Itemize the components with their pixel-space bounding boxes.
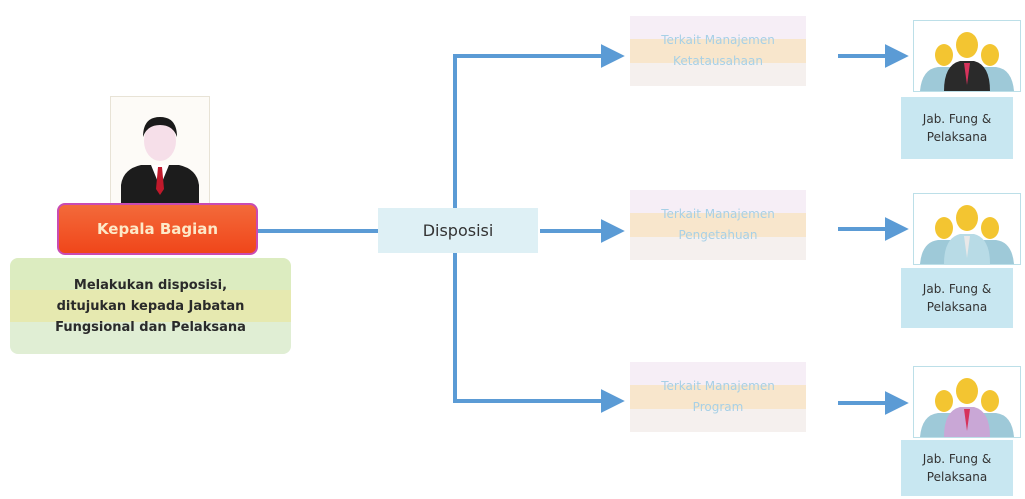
disposisi-node: Disposisi — [378, 208, 538, 253]
branch-title-line-1: Terkait Manajemen — [661, 33, 775, 47]
target-line-2: Pelaksana — [926, 130, 988, 144]
description-box: Melakukan disposisi, ditujukan kepada Ja… — [10, 258, 291, 354]
people-group-icon — [913, 193, 1021, 265]
target-line-1: Jab. Fung & — [922, 452, 992, 466]
person-icon — [121, 117, 199, 203]
description-line-2: ditujukan kepada Jabatan — [56, 298, 245, 314]
connector-disposisi-to-program — [453, 253, 625, 413]
kepala-bagian-label: Kepala Bagian — [96, 220, 219, 238]
target-jab-fung-2: Jab. Fung & Pelaksana — [901, 268, 1013, 328]
target-line-2: Pelaksana — [926, 300, 988, 314]
branch-title-line-1: Terkait Manajemen — [661, 207, 775, 221]
kepala-bagian-box: Kepala Bagian — [57, 203, 258, 255]
target-line-1: Jab. Fung & — [922, 112, 992, 126]
branch-title-line-2: Program — [692, 400, 744, 414]
target-jab-fung-1: Jab. Fung & Pelaksana — [901, 97, 1013, 159]
branch-title-line-2: Ketatausahaan — [673, 54, 763, 68]
disposisi-label: Disposisi — [422, 221, 494, 240]
target-jab-fung-3: Jab. Fung & Pelaksana — [901, 440, 1013, 496]
description-line-1: Melakukan disposisi, — [73, 277, 228, 293]
description-line-3: Fungsional dan Pelaksana — [55, 319, 246, 335]
target-line-1: Jab. Fung & — [922, 282, 992, 296]
people-group-icon — [913, 20, 1021, 92]
people-group-icon — [913, 366, 1021, 438]
kepala-bagian-avatar — [110, 96, 210, 204]
branch-ketatausahaan: Terkait Manajemen Ketatausahaan — [630, 16, 806, 86]
connector-disposisi-to-ketatausahaan — [453, 44, 625, 208]
branch-pengetahuan: Terkait Manajemen Pengetahuan — [630, 190, 806, 260]
branch-program: Terkait Manajemen Program — [630, 362, 806, 432]
branch-title-line-1: Terkait Manajemen — [661, 379, 775, 393]
target-line-2: Pelaksana — [926, 470, 988, 484]
branch-title-line-2: Pengetahuan — [678, 228, 758, 242]
